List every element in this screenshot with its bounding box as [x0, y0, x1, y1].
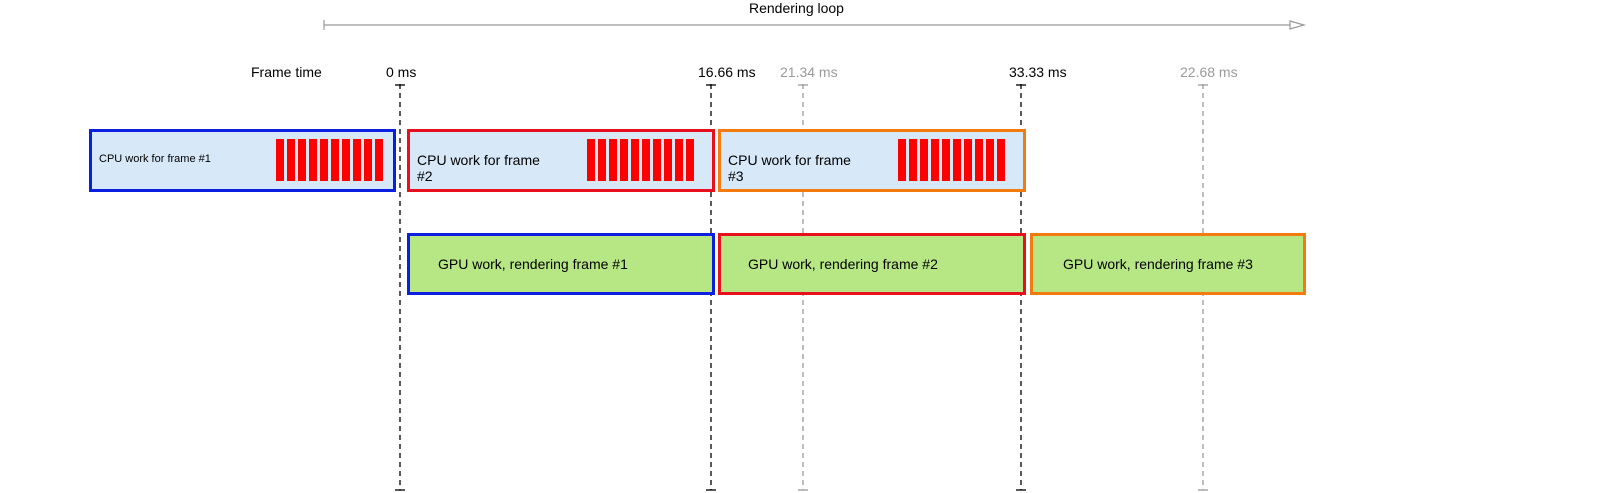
work-bar [964, 139, 972, 181]
tick-label-22-68ms: 22.68 ms [1180, 64, 1238, 80]
work-bar [598, 139, 606, 181]
work-bar [909, 139, 917, 181]
work-bar [587, 139, 595, 181]
tick-label-33-33ms: 33.33 ms [1009, 64, 1067, 80]
cpu-block-frame-1: CPU work for frame #1 [89, 129, 396, 192]
work-bar [298, 139, 306, 181]
cpu-block-label: CPU work for frame #3 [728, 152, 851, 184]
cpu-work-bars [276, 139, 383, 181]
work-bar [276, 139, 284, 181]
work-bar [375, 139, 383, 181]
time-line-0ms [395, 84, 405, 491]
work-bar [642, 139, 650, 181]
work-bar [997, 139, 1005, 181]
gpu-block-label: GPU work, rendering frame #3 [1063, 256, 1253, 272]
work-bar [931, 139, 939, 181]
gpu-block-label: GPU work, rendering frame #2 [748, 256, 938, 272]
work-bar [898, 139, 906, 181]
gpu-block-frame-3: GPU work, rendering frame #3 [1030, 233, 1306, 295]
cpu-work-bars [898, 139, 1005, 181]
gpu-block-frame-1: GPU work, rendering frame #1 [407, 233, 715, 295]
work-bar [920, 139, 928, 181]
cpu-block-label: CPU work for frame #1 [99, 153, 211, 165]
tick-label-0ms: 0 ms [386, 64, 417, 80]
cpu-block-label: CPU work for frame #2 [417, 152, 540, 184]
work-bar [664, 139, 672, 181]
cpu-block-frame-3: CPU work for frame #3 [718, 129, 1026, 192]
work-bar [686, 139, 694, 181]
work-bar [942, 139, 950, 181]
work-bar [953, 139, 961, 181]
work-bar [653, 139, 661, 181]
work-bar [620, 139, 628, 181]
work-bar [609, 139, 617, 181]
diagram-title: Rendering loop [749, 0, 844, 16]
work-bar [353, 139, 361, 181]
work-bar [364, 139, 372, 181]
cpu-block-frame-2: CPU work for frame #2 [407, 129, 715, 192]
work-bar [342, 139, 350, 181]
work-bar [320, 139, 328, 181]
gpu-block-frame-2: GPU work, rendering frame #2 [718, 233, 1026, 295]
work-bar [675, 139, 683, 181]
frame-time-label: Frame time [251, 64, 322, 80]
cpu-work-bars [587, 139, 694, 181]
work-bar [975, 139, 983, 181]
work-bar [331, 139, 339, 181]
rendering-loop-arrowhead [1289, 20, 1307, 30]
work-bar [631, 139, 639, 181]
gpu-block-label: GPU work, rendering frame #1 [438, 256, 628, 272]
work-bar [309, 139, 317, 181]
work-bar [986, 139, 994, 181]
work-bar [287, 139, 295, 181]
tick-label-16-66ms: 16.66 ms [698, 64, 756, 80]
tick-label-21-34ms: 21.34 ms [780, 64, 838, 80]
